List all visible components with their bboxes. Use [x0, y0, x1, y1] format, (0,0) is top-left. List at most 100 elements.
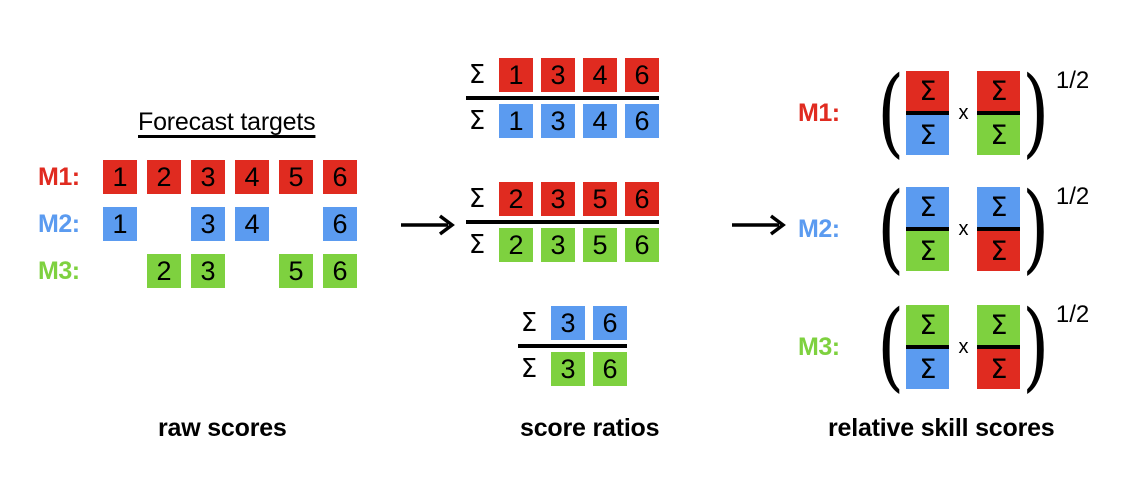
frac2-den-cell-4: 6	[625, 228, 659, 262]
skill-m3-term1-denominator: Σ	[906, 349, 950, 389]
skill-expression-m1: ( Σ Σ x Σ Σ ) 1/2	[872, 56, 1089, 169]
raw-cells-m3: 2 3 5 6	[103, 254, 357, 288]
skill-expression-m2: ( Σ Σ x Σ Σ ) 1/2	[872, 172, 1089, 285]
skill-m3-term2: Σ Σ	[977, 305, 1021, 389]
fraction-2-numerator-cells: 2 3 5 6	[499, 182, 659, 216]
frac1-num-cell-1: 1	[499, 58, 533, 92]
skill-m1-term1-denominator: Σ	[906, 115, 950, 155]
skill-m3-term2-numerator: Σ	[977, 305, 1021, 345]
skill-row-label-m3: M3:	[798, 332, 840, 361]
raw-score-row-m2: M2: 1 3 4 6	[38, 207, 357, 241]
skill-m2-term1: Σ Σ	[906, 187, 950, 271]
raw-cell-m2-1: 1	[103, 207, 137, 241]
fraction-1-denominator: Σ 1 3 4 6	[466, 102, 659, 140]
sigma-icon: Σ	[468, 230, 486, 260]
skill-m1-term2-denominator: Σ	[977, 115, 1021, 155]
raw-cell-m2-6: 6	[323, 207, 357, 241]
score-ratio-fraction-2: Σ 2 3 5 6 Σ 2 3 5 6	[466, 180, 659, 264]
skill-expression-m3: ( Σ Σ x Σ Σ ) 1/2	[872, 290, 1089, 403]
frac2-num-cell-1: 2	[499, 182, 533, 216]
frac2-den-cell-3: 5	[583, 228, 617, 262]
exponent-one-half: 1/2	[1055, 67, 1090, 94]
arrow-right-icon	[732, 214, 786, 236]
raw-cell-m1-3: 3	[191, 160, 225, 194]
skill-m1-term1: Σ Σ	[906, 71, 950, 155]
raw-cell-m2-4: 4	[235, 207, 269, 241]
skill-m1-term2-bar	[977, 111, 1021, 115]
skill-m1-term2-numerator: Σ	[977, 71, 1021, 111]
frac1-num-cell-3: 4	[583, 58, 617, 92]
frac1-den-cell-1: 1	[499, 104, 533, 138]
fraction-1-bar	[466, 96, 659, 100]
frac3-num-cell-1: 3	[551, 306, 585, 340]
fraction-2-bar	[466, 220, 659, 224]
fraction-2-numerator: Σ 2 3 5 6	[466, 180, 659, 218]
raw-cell-m1-2: 2	[147, 160, 181, 194]
multiply-symbol: x	[958, 101, 969, 124]
fraction-3-denominator: Σ 3 6	[518, 350, 627, 388]
sigma-icon: Σ	[468, 184, 486, 214]
skill-m1-term2: Σ Σ	[977, 71, 1021, 155]
paren-right: )	[1022, 290, 1050, 403]
raw-cell-m1-4: 4	[235, 160, 269, 194]
skill-m2-term1-bar	[906, 227, 950, 231]
paren-right: )	[1022, 56, 1050, 169]
fraction-1-numerator: Σ 1 3 4 6	[466, 56, 659, 94]
raw-row-label-m3: M3:	[38, 256, 80, 285]
caption-relative-skill: relative skill scores	[828, 414, 1055, 442]
skill-m2-term1-numerator: Σ	[906, 187, 950, 227]
raw-cell-m3-3: 3	[191, 254, 225, 288]
frac2-num-cell-3: 5	[583, 182, 617, 216]
raw-cell-m3-2: 2	[147, 254, 181, 288]
fraction-3-numerator-cells: 3 6	[551, 306, 627, 340]
raw-cell-m3-4-empty	[235, 254, 269, 288]
skill-row-label-m1: M1:	[798, 98, 840, 127]
paren-left: (	[877, 172, 905, 285]
frac2-num-cell-2: 3	[541, 182, 575, 216]
raw-cell-m1-5: 5	[279, 160, 313, 194]
raw-cell-m3-6: 6	[323, 254, 357, 288]
forecast-targets-header: Forecast targets	[138, 108, 316, 136]
sigma-icon: Σ	[468, 60, 486, 90]
sigma-icon: Σ	[520, 354, 538, 384]
score-ratio-fraction-3: Σ 3 6 Σ 3 6	[518, 304, 627, 388]
frac2-num-cell-4: 6	[625, 182, 659, 216]
fraction-3-denominator-cells: 3 6	[551, 352, 627, 386]
raw-row-label-m2: M2:	[38, 209, 80, 238]
skill-row-m1: M1: ( Σ Σ x Σ Σ ) 1/2	[798, 54, 1089, 172]
skill-m2-term2-bar	[977, 227, 1021, 231]
arrow-right-icon	[401, 214, 455, 236]
skill-m3-term1-bar	[906, 345, 950, 349]
raw-score-row-m1: M1: 1 2 3 4 5 6	[38, 160, 357, 194]
skill-m1-term1-numerator: Σ	[906, 71, 950, 111]
skill-m3-term1: Σ Σ	[906, 305, 950, 389]
fraction-2-denominator-cells: 2 3 5 6	[499, 228, 659, 262]
skill-row-m3: M3: ( Σ Σ x Σ Σ ) 1/2	[798, 288, 1089, 406]
multiply-symbol: x	[958, 217, 969, 240]
fraction-1-numerator-cells: 1 3 4 6	[499, 58, 659, 92]
skill-m3-term1-numerator: Σ	[906, 305, 950, 345]
skill-row-label-m2: M2:	[798, 214, 840, 243]
raw-cell-m2-3: 3	[191, 207, 225, 241]
sigma-icon: Σ	[520, 308, 538, 338]
skill-m2-term2-numerator: Σ	[977, 187, 1021, 227]
frac2-den-cell-2: 3	[541, 228, 575, 262]
caption-score-ratios: score ratios	[520, 414, 660, 442]
frac3-den-cell-1: 3	[551, 352, 585, 386]
exponent-one-half: 1/2	[1055, 183, 1090, 210]
raw-cell-m2-5-empty	[279, 207, 313, 241]
score-ratio-fraction-1: Σ 1 3 4 6 Σ 1 3 4 6	[466, 56, 659, 140]
skill-m2-term2: Σ Σ	[977, 187, 1021, 271]
frac3-num-cell-2: 6	[593, 306, 627, 340]
skill-row-m2: M2: ( Σ Σ x Σ Σ ) 1/2	[798, 170, 1089, 288]
sigma-icon: Σ	[468, 106, 486, 136]
skill-m3-term2-denominator: Σ	[977, 349, 1021, 389]
raw-cell-m3-1-empty	[103, 254, 137, 288]
frac1-den-cell-2: 3	[541, 104, 575, 138]
skill-m3-term2-bar	[977, 345, 1021, 349]
frac1-num-cell-4: 6	[625, 58, 659, 92]
fraction-3-bar	[518, 344, 627, 348]
skill-m1-term1-bar	[906, 111, 950, 115]
frac3-den-cell-2: 6	[593, 352, 627, 386]
frac2-den-cell-1: 2	[499, 228, 533, 262]
